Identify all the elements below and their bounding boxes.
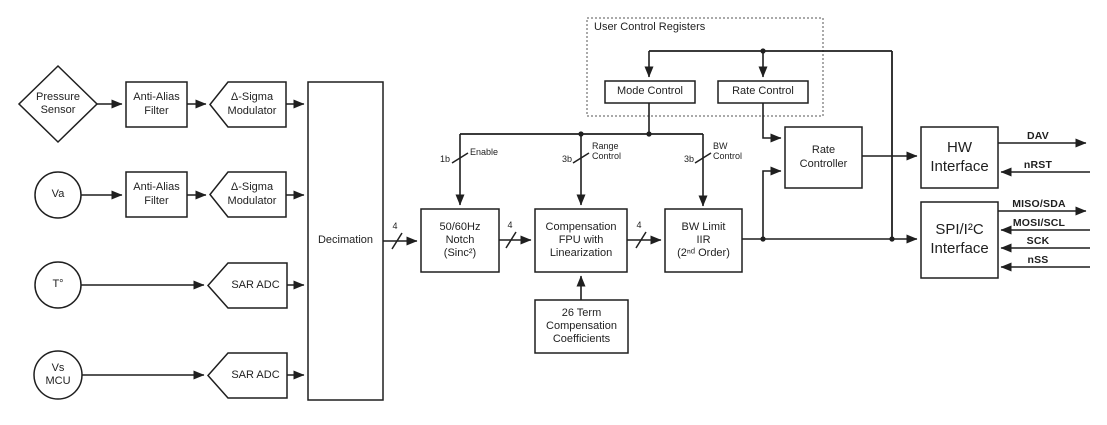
bus-slash-range [572,152,590,164]
junction-mode-feed [646,131,652,137]
block-decimation [307,81,384,401]
junction-datapath-rate [760,236,766,242]
conn-rate-control-to-rate-controller [762,103,782,143]
user-control-registers-group [586,17,824,117]
junction-rate-control-feed [760,48,766,54]
block-sar-adc-2 [206,352,288,399]
conn-datapath-to-rate-controller [762,166,782,239]
block-anti-alias-filter-2 [125,171,188,218]
block-anti-alias-filter-1 [125,81,188,128]
block-rate-control [717,80,809,104]
block-spi-interface [920,201,999,279]
block-hw-interface [920,126,999,189]
block-delta-sigma-modulator-1 [209,81,287,128]
block-bw-limit-iir [664,208,743,273]
source-vs-mcu-shape [33,350,83,400]
bus-slash-bwctl [694,152,712,164]
block-delta-sigma-modulator-2 [209,171,287,218]
bus-slash-enable [451,152,469,164]
junction-datapath-registers [889,236,895,242]
block-mode-control [604,80,696,104]
source-pressure-sensor-shape [17,64,99,144]
block-sar-adc-1 [206,262,288,309]
junction-range-drop [578,131,584,137]
bus-slash-fpu-out [635,231,647,249]
source-temperature-shape [34,261,82,309]
block-coefficients [534,299,629,354]
source-va-shape [34,171,82,219]
block-notch-filter [420,208,500,273]
bus-slash-decimation-out [391,232,403,250]
block-rate-controller [784,126,863,189]
bus-slash-notch-out [505,231,517,249]
block-compensation-fpu [534,208,628,273]
